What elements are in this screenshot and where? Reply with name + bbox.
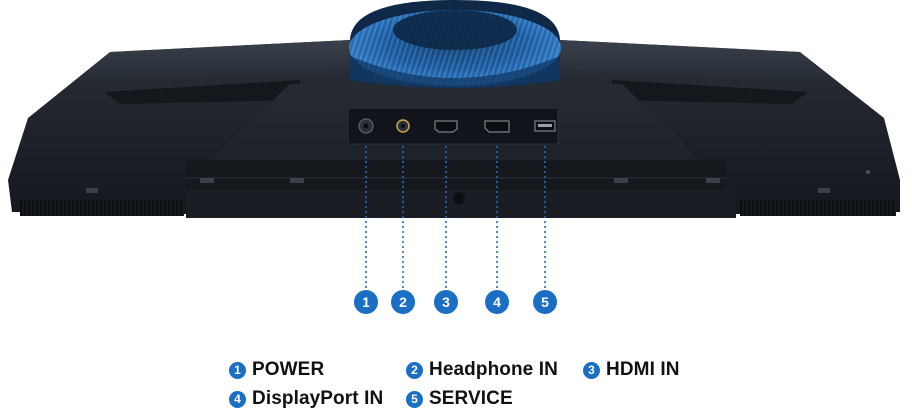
port-badge-1: 1 (354, 290, 378, 314)
port-badge-number: 4 (493, 294, 501, 310)
port-badge-number: 1 (362, 294, 370, 310)
bottom-strip (186, 160, 726, 190)
usb-port-icon (534, 120, 556, 132)
callout-lines (365, 146, 546, 290)
left-vent (20, 200, 184, 216)
right-vent (740, 200, 896, 216)
lock-slot (453, 192, 465, 204)
hdmi-port-icon (434, 120, 458, 133)
port-badge-5: 5 (533, 290, 557, 314)
right-side-panel (612, 80, 808, 104)
port-badge-2: 2 (391, 290, 415, 314)
monitor-body (8, 40, 900, 218)
port-badge-number: 2 (399, 294, 407, 310)
port-badge-number: 5 (541, 294, 549, 310)
power-port-icon (358, 118, 374, 134)
displayport-icon (484, 120, 510, 133)
port-badge-3: 3 (434, 290, 458, 314)
headphone-jack-icon (396, 119, 410, 133)
stand-ring (349, 0, 561, 88)
left-side-panel (104, 80, 300, 104)
port-badge-number: 3 (442, 294, 450, 310)
port-badge-4: 4 (485, 290, 509, 314)
